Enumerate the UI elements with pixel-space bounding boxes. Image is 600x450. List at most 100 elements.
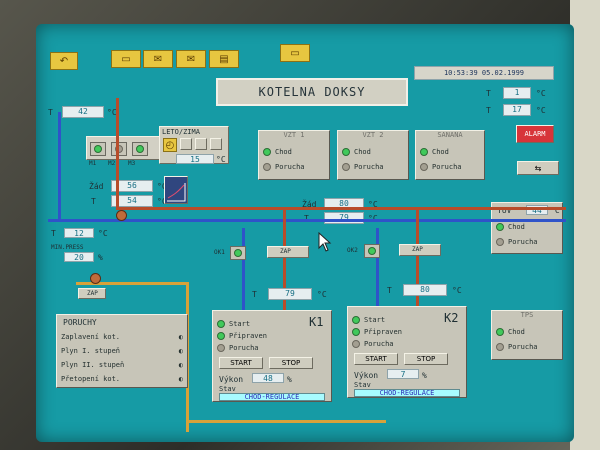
k2-pump[interactable]: [364, 244, 380, 258]
return-icon[interactable]: ↶: [50, 52, 78, 70]
left-pipe-c: °C: [98, 229, 108, 238]
k1-ready: Připraven: [229, 332, 267, 340]
left-c-label: °C: [107, 108, 117, 117]
chart-icon[interactable]: [164, 176, 188, 204]
boiler-k1-panel: K1 Start Připraven Porucha START STOP Vý…: [212, 310, 332, 402]
fault-indicator-icon: ◐: [178, 347, 183, 355]
ok2-label: OK2: [347, 247, 358, 254]
k1-stop-button[interactable]: STOP: [269, 357, 313, 369]
running-indicator: [342, 148, 350, 156]
k2-pipe-c: °C: [452, 286, 462, 295]
pump-m1[interactable]: [90, 142, 106, 156]
k2-fault: Porucha: [364, 340, 394, 348]
mode-c-button[interactable]: [210, 138, 222, 150]
outdoor-c-label: °C: [536, 89, 546, 98]
fault-indicator: [496, 238, 504, 246]
gas-zap-button[interactable]: ZAP: [78, 288, 106, 299]
k2-power-percent: %: [422, 371, 427, 380]
k1-pipe-temp: 79: [268, 288, 312, 300]
envelope-icon[interactable]: ✉: [176, 50, 206, 68]
k2-power-label: Výkon: [354, 371, 379, 380]
monitor-icon[interactable]: ▭: [280, 44, 310, 62]
pump-m2[interactable]: [111, 142, 127, 156]
k1-start-button[interactable]: START: [219, 357, 263, 369]
set-temp-c: °C: [157, 182, 167, 191]
k1-status-label: Stav: [219, 385, 236, 393]
sanana-panel: SANANA Chod Porucha: [415, 130, 485, 180]
supply-pipe: [116, 207, 566, 210]
k1-power-value: 48: [252, 373, 284, 383]
switch-button[interactable]: ⇆: [517, 161, 559, 175]
page-title: KOTELNA DOKSY: [216, 78, 408, 106]
k1-zap-button[interactable]: ZAP: [267, 246, 309, 258]
t-label-2: T: [304, 214, 309, 223]
summer-winter-c: °C: [216, 155, 226, 164]
fault-indicator: [263, 163, 271, 171]
faults-title: PORUCHY: [63, 318, 97, 327]
tuv-title: TUV: [497, 206, 512, 215]
folder-icon[interactable]: ▭: [111, 50, 141, 68]
fault-row: Plyn I. stupeň◐: [61, 347, 183, 355]
faults-panel: PORUCHY Zaplavení kot.◐ Plyn I. stupeň◐ …: [56, 314, 188, 388]
tuv-c: °C: [550, 206, 560, 215]
tps-panel: TPS Chod Porucha: [491, 310, 563, 360]
tps-title: TPS: [520, 311, 534, 319]
alarm-button[interactable]: ALARM: [516, 125, 554, 143]
zad-label: Žád: [89, 182, 104, 191]
running-indicator: [496, 223, 504, 231]
vzt1-fault: Porucha: [275, 163, 305, 171]
fault-indicator: [496, 343, 504, 351]
tuv-fault: Porucha: [508, 238, 538, 246]
printer-icon[interactable]: ▤: [209, 50, 239, 68]
fault-row: Plyn II. stupeň◐: [61, 361, 183, 369]
k1-pipe-c: °C: [317, 290, 327, 299]
mixing-valve-icon[interactable]: [116, 210, 127, 221]
running-indicator: [263, 148, 271, 156]
min-press-percent: %: [98, 253, 103, 262]
zad-label-2: Žád: [302, 200, 317, 209]
clock-icon[interactable]: ◴: [163, 138, 177, 152]
tuv-run: Chod: [508, 223, 525, 231]
k2-title: K2: [444, 311, 459, 325]
summer-winter-temp: 15: [176, 154, 214, 164]
pump-m3[interactable]: [132, 142, 148, 156]
supply-riser: [116, 98, 119, 208]
tuv-panel: TUV 44 °C Chod Porucha: [491, 202, 563, 254]
left-t-label: T: [48, 108, 53, 117]
k2-ready: Připraven: [364, 328, 402, 336]
mode-a-button[interactable]: [180, 138, 192, 150]
sanana-title: SANANA: [437, 131, 463, 139]
left-temp-42: 42: [62, 106, 104, 118]
vzt2-run: Chod: [354, 148, 371, 156]
k1-pump[interactable]: [230, 246, 246, 260]
k1-title: K1: [309, 315, 324, 329]
actual-temp-2: 79: [324, 212, 364, 224]
vzt1-panel: VZT 1 Chod Porucha: [258, 130, 330, 180]
k1-start: Start: [229, 320, 251, 328]
k2-pipe-t-label: T: [387, 286, 392, 295]
sanana-run: Chod: [432, 148, 449, 156]
m1-label: M1: [89, 160, 97, 167]
scada-screen: ↶ ▭ ✉ ✉ ▤ ▭ KOTELNA DOKSY 10:53:39 05.02…: [36, 24, 574, 442]
k2-status-bar: CHOD-REGULACE: [354, 389, 460, 397]
return-riser: [58, 112, 61, 222]
mail-icon[interactable]: ✉: [143, 50, 173, 68]
k2-start: Start: [364, 316, 386, 324]
fault-row: Zaplavení kot.◐: [61, 333, 183, 341]
k2-supply-pipe: [416, 210, 419, 310]
k1-pipe-t-label: T: [252, 290, 257, 299]
outdoor-c-label-2: °C: [536, 106, 546, 115]
left-pipe-t-label: T: [51, 229, 56, 238]
k2-pipe-temp: 80: [403, 284, 447, 296]
set-temp-2-c: °C: [368, 200, 378, 209]
k2-stop-button[interactable]: STOP: [404, 353, 448, 365]
k2-zap-button[interactable]: ZAP: [399, 244, 441, 256]
gas-valve-icon[interactable]: [90, 273, 101, 284]
m3-label: M3: [128, 160, 136, 167]
k2-start-button[interactable]: START: [354, 353, 398, 365]
set-temp: 56: [111, 180, 153, 192]
mode-b-button[interactable]: [195, 138, 207, 150]
min-press-label: MIN.PRESS: [51, 244, 84, 251]
outdoor-temp-1: 1: [503, 87, 531, 99]
running-indicator: [496, 328, 504, 336]
